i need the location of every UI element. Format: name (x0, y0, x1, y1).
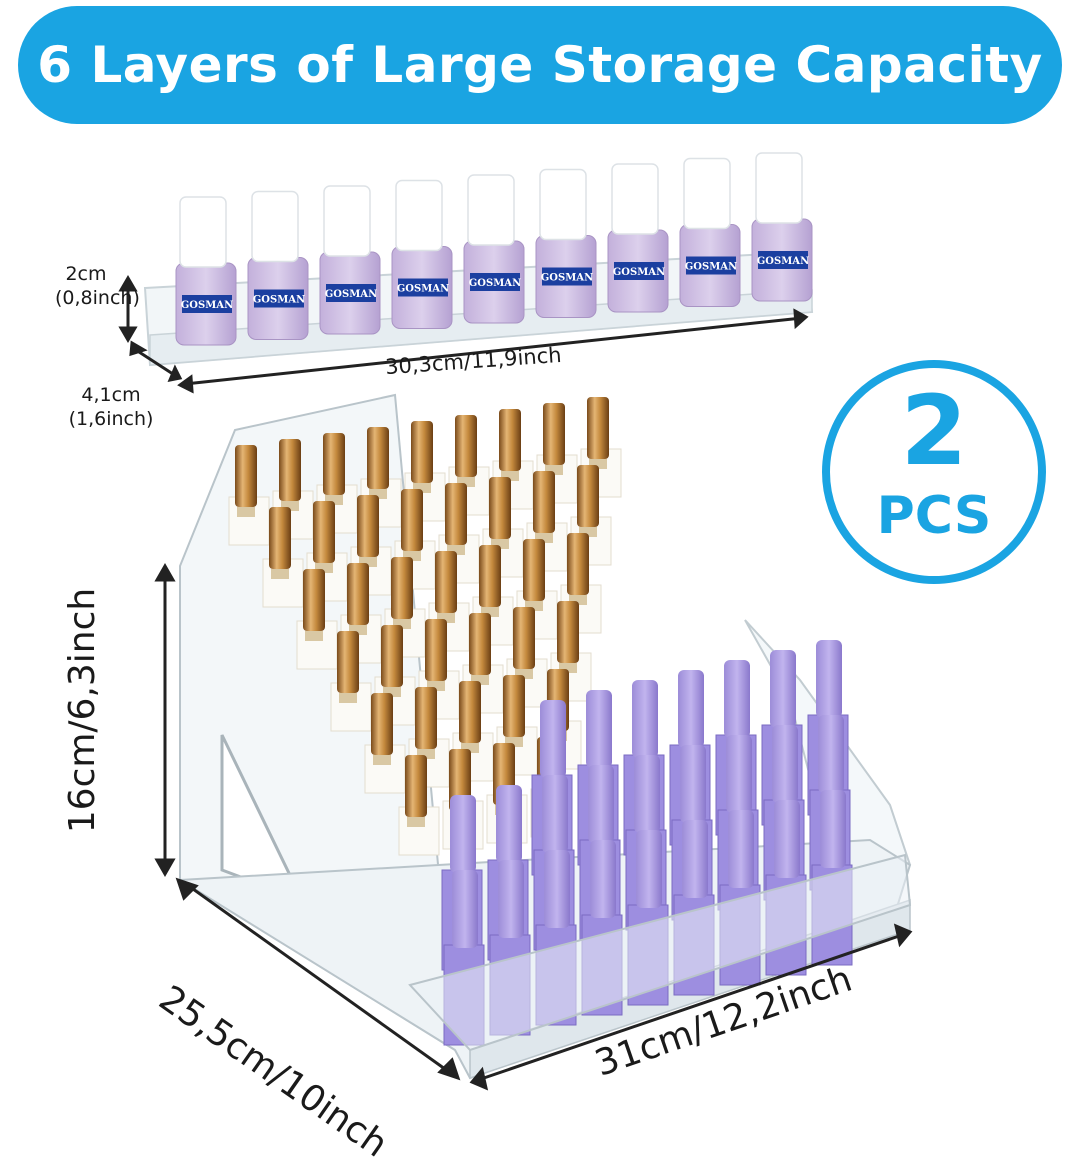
banner-title: 6 Layers of Large Storage Capacity (37, 36, 1043, 94)
nail-polish-bottle: GOSMAN (463, 174, 525, 324)
gold-bottle-grid (228, 397, 622, 856)
bottle-brand-label: GOSMAN (541, 273, 593, 284)
nail-polish-bottle: GOSMAN (607, 163, 669, 313)
bottle-brand-label: GOSMAN (685, 262, 737, 273)
gel-polish-bottle (398, 755, 440, 856)
nail-polish-bottle: GOSMAN (175, 196, 237, 346)
gel-polish-bottle (296, 569, 338, 670)
gel-polish-bottle (350, 495, 392, 596)
purple-bottle-grid (441, 640, 853, 1046)
quantity-badge: 2 PCS (822, 360, 1046, 584)
bottle-brand-label: GOSMAN (325, 289, 377, 300)
gel-polish-bottle (506, 607, 548, 708)
bottle-brand-label: GOSMAN (469, 278, 521, 289)
quantity-label: PCS (876, 486, 992, 546)
large-rack (176, 393, 912, 1080)
nail-polish-bottle: GOSMAN (319, 185, 381, 335)
bottle-brand-label: GOSMAN (757, 256, 809, 267)
large-rack-height-text: 16cm/6,3inch (62, 587, 104, 834)
small-rack-dimension-arrows (118, 275, 809, 394)
small-bottle-row: GOSMAN GOSMAN GOSMAN GOSMAN GOSMAN GOSMAN GOSM… (175, 152, 813, 346)
small-rack: GOSMAN GOSMAN GOSMAN GOSMAN GOSMAN GOSMAN GOSM… (143, 152, 814, 367)
small-rack-height-text: 2cm (0,8inch) (55, 263, 140, 309)
gel-polish-bottle (228, 445, 270, 546)
large-rack-dimension-arrows (154, 562, 913, 1091)
small-rack-depth-text: 4,1cm (1,6inch) (68, 384, 154, 430)
nail-polish-bottle: GOSMAN (535, 168, 597, 318)
gel-polish-bottle (492, 409, 534, 510)
gel-polish-bottle (330, 631, 372, 732)
bottle-brand-label: GOSMAN (181, 300, 233, 311)
nail-polish-bottle: GOSMAN (751, 152, 813, 302)
bottle-brand-label: GOSMAN (613, 267, 665, 278)
gel-polish-bottle (360, 427, 402, 528)
large-rack-height-label: 16cm/6,3inch (62, 588, 103, 833)
bottle-brand-label: GOSMAN (397, 284, 449, 295)
nail-polish-bottle: GOSMAN (247, 190, 309, 340)
small-rack-depth-label: 4,1cm (1,6inch) (58, 383, 164, 431)
gel-polish-bottle (570, 465, 612, 566)
gel-polish-bottle (262, 507, 304, 608)
product-illustration: GOSMAN GOSMAN GOSMAN GOSMAN GOSMAN GOSMAN GOSM… (118, 152, 913, 1091)
gel-polish-bottle (340, 563, 382, 664)
nail-polish-bottle: GOSMAN (679, 157, 741, 307)
small-rack-height-label: 2cm (0,8inch) (55, 262, 140, 310)
gel-polish-bottle (364, 693, 406, 794)
quantity-number: 2 (900, 375, 968, 487)
bottle-brand-label: GOSMAN (253, 295, 305, 306)
nail-polish-bottle: GOSMAN (391, 179, 453, 329)
title-banner: 6 Layers of Large Storage Capacity (18, 6, 1062, 124)
